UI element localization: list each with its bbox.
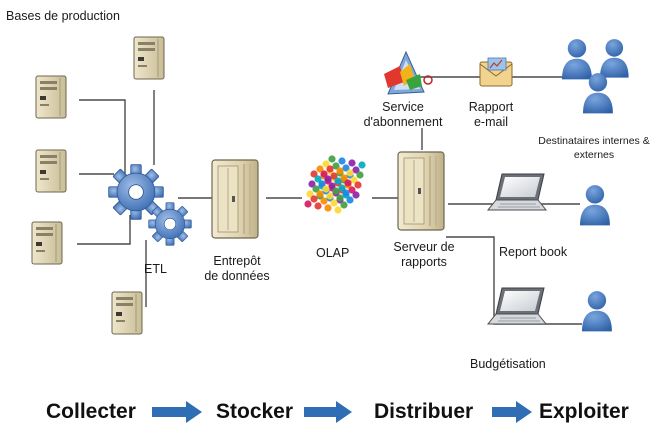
production-server-icon xyxy=(35,149,67,193)
etl-gear-icon xyxy=(148,202,192,246)
flow-arrow-icon xyxy=(492,401,532,423)
data-warehouse-server-icon xyxy=(211,159,259,239)
report-server-icon xyxy=(397,151,445,231)
report-server-label: Serveur de rapports xyxy=(382,240,466,270)
budgeting-label: Budgétisation xyxy=(470,357,546,371)
recipients-group-icon xyxy=(562,39,629,114)
olap-cube-dot xyxy=(322,160,330,168)
olap-cube-dot xyxy=(314,202,322,210)
olap-cube-dot xyxy=(318,180,326,188)
olap-cube-dot xyxy=(310,195,318,203)
olap-cube-dot xyxy=(356,171,364,179)
report-book-laptop-icon xyxy=(487,173,547,211)
olap-cube-dot xyxy=(316,190,324,198)
olap-cube-dot xyxy=(330,172,338,180)
flow-step-store: Stocker xyxy=(216,400,294,423)
olap-cube-dot xyxy=(316,165,324,173)
recipients-label-line2: externes xyxy=(573,149,615,161)
olap-cube-dot xyxy=(352,191,360,199)
olap-cube-dot xyxy=(326,192,334,200)
subscription-service-label: Service d'abonnement xyxy=(355,100,451,130)
production-server-icon xyxy=(35,75,67,119)
olap-cube-dot xyxy=(306,190,314,198)
flow-step-collect: Collecter xyxy=(46,400,136,423)
olap-cube-dot xyxy=(340,174,348,182)
olap-cube-dot xyxy=(336,167,344,175)
email-report-label-line1: Rapport xyxy=(468,100,514,114)
olap-cube-dot xyxy=(346,169,354,177)
olap-cube-dot xyxy=(320,197,328,205)
olap-cube-dot xyxy=(328,182,336,190)
olap-cube-dot xyxy=(340,201,348,209)
data-warehouse-label-line1: Entrepôt xyxy=(213,254,261,268)
report-server-label-line1: Serveur de xyxy=(393,240,455,254)
olap-cube-dot xyxy=(334,177,342,185)
olap-cube-dot xyxy=(334,206,342,214)
olap-cube-dot xyxy=(346,196,354,204)
olap-cube-dot xyxy=(324,175,332,183)
olap-cube-dot xyxy=(332,162,340,170)
olap-cube-dot xyxy=(304,200,312,208)
olap-cube-dot xyxy=(336,194,344,202)
etl-label: ETL xyxy=(144,262,167,276)
olap-cube-dot xyxy=(308,180,316,188)
budgeting-laptop-icon xyxy=(487,287,547,325)
data-warehouse-label-line2: de données xyxy=(204,269,270,283)
email-report-label-line2: e-mail xyxy=(473,115,509,129)
olap-cube-dot xyxy=(342,164,350,172)
olap-cube-dot xyxy=(348,159,356,167)
budgeting-user-icon xyxy=(582,291,612,332)
olap-cube-icon xyxy=(304,155,366,214)
production-server-icon xyxy=(111,291,143,335)
flow-arrow-icon xyxy=(152,401,202,423)
subscription-service-label-line1: Service xyxy=(382,100,424,114)
flow-step-distribute: Distribuer xyxy=(374,400,474,423)
olap-cube-dot xyxy=(324,204,332,212)
connector-server1-etl xyxy=(79,99,126,175)
olap-cube-dot xyxy=(352,166,360,174)
olap-cube-dot xyxy=(338,184,346,192)
report-book-user-icon xyxy=(580,185,610,226)
olap-cube-dot xyxy=(342,189,350,197)
email-report-label: Rapport e-mail xyxy=(458,100,524,130)
flow-arrow-icon xyxy=(304,401,352,423)
report-server-label-line2: rapports xyxy=(401,255,447,269)
olap-cube-dot xyxy=(330,199,338,207)
production-server-icon xyxy=(133,36,165,80)
olap-cube-dot xyxy=(326,165,334,173)
olap-cube-dot xyxy=(338,157,346,165)
data-warehouse-label: Entrepôt de données xyxy=(201,254,273,284)
olap-cube-dot xyxy=(314,175,322,183)
recipients-label-line1: Destinataires internes & xyxy=(538,135,650,147)
olap-cube-dot xyxy=(320,170,328,178)
email-report-icon xyxy=(479,57,513,87)
production-bases-label: Bases de production xyxy=(6,9,120,23)
olap-cube-dot xyxy=(332,187,340,195)
flow-arrows xyxy=(152,401,532,423)
olap-cube-dot xyxy=(348,186,356,194)
olap-label: OLAP xyxy=(316,246,350,260)
recipients-label: Destinataires internes & externes xyxy=(530,134,658,162)
production-server-icon xyxy=(31,221,63,265)
subscription-service-label-line2: d'abonnement xyxy=(363,115,443,129)
olap-cube-dot xyxy=(350,176,358,184)
flow-step-exploit: Exploiter xyxy=(539,400,629,423)
report-book-label: Report book xyxy=(499,245,568,259)
olap-cube-dot xyxy=(344,179,352,187)
olap-cube-dot xyxy=(328,155,336,163)
olap-cube-dot xyxy=(310,170,318,178)
olap-cube-dot xyxy=(358,161,366,169)
olap-cube-dot xyxy=(322,185,330,193)
subscription-service-icon xyxy=(384,50,433,95)
olap-cube-dot xyxy=(312,185,320,193)
connector-server4-etl xyxy=(77,215,131,245)
olap-cube-dot xyxy=(354,181,362,189)
